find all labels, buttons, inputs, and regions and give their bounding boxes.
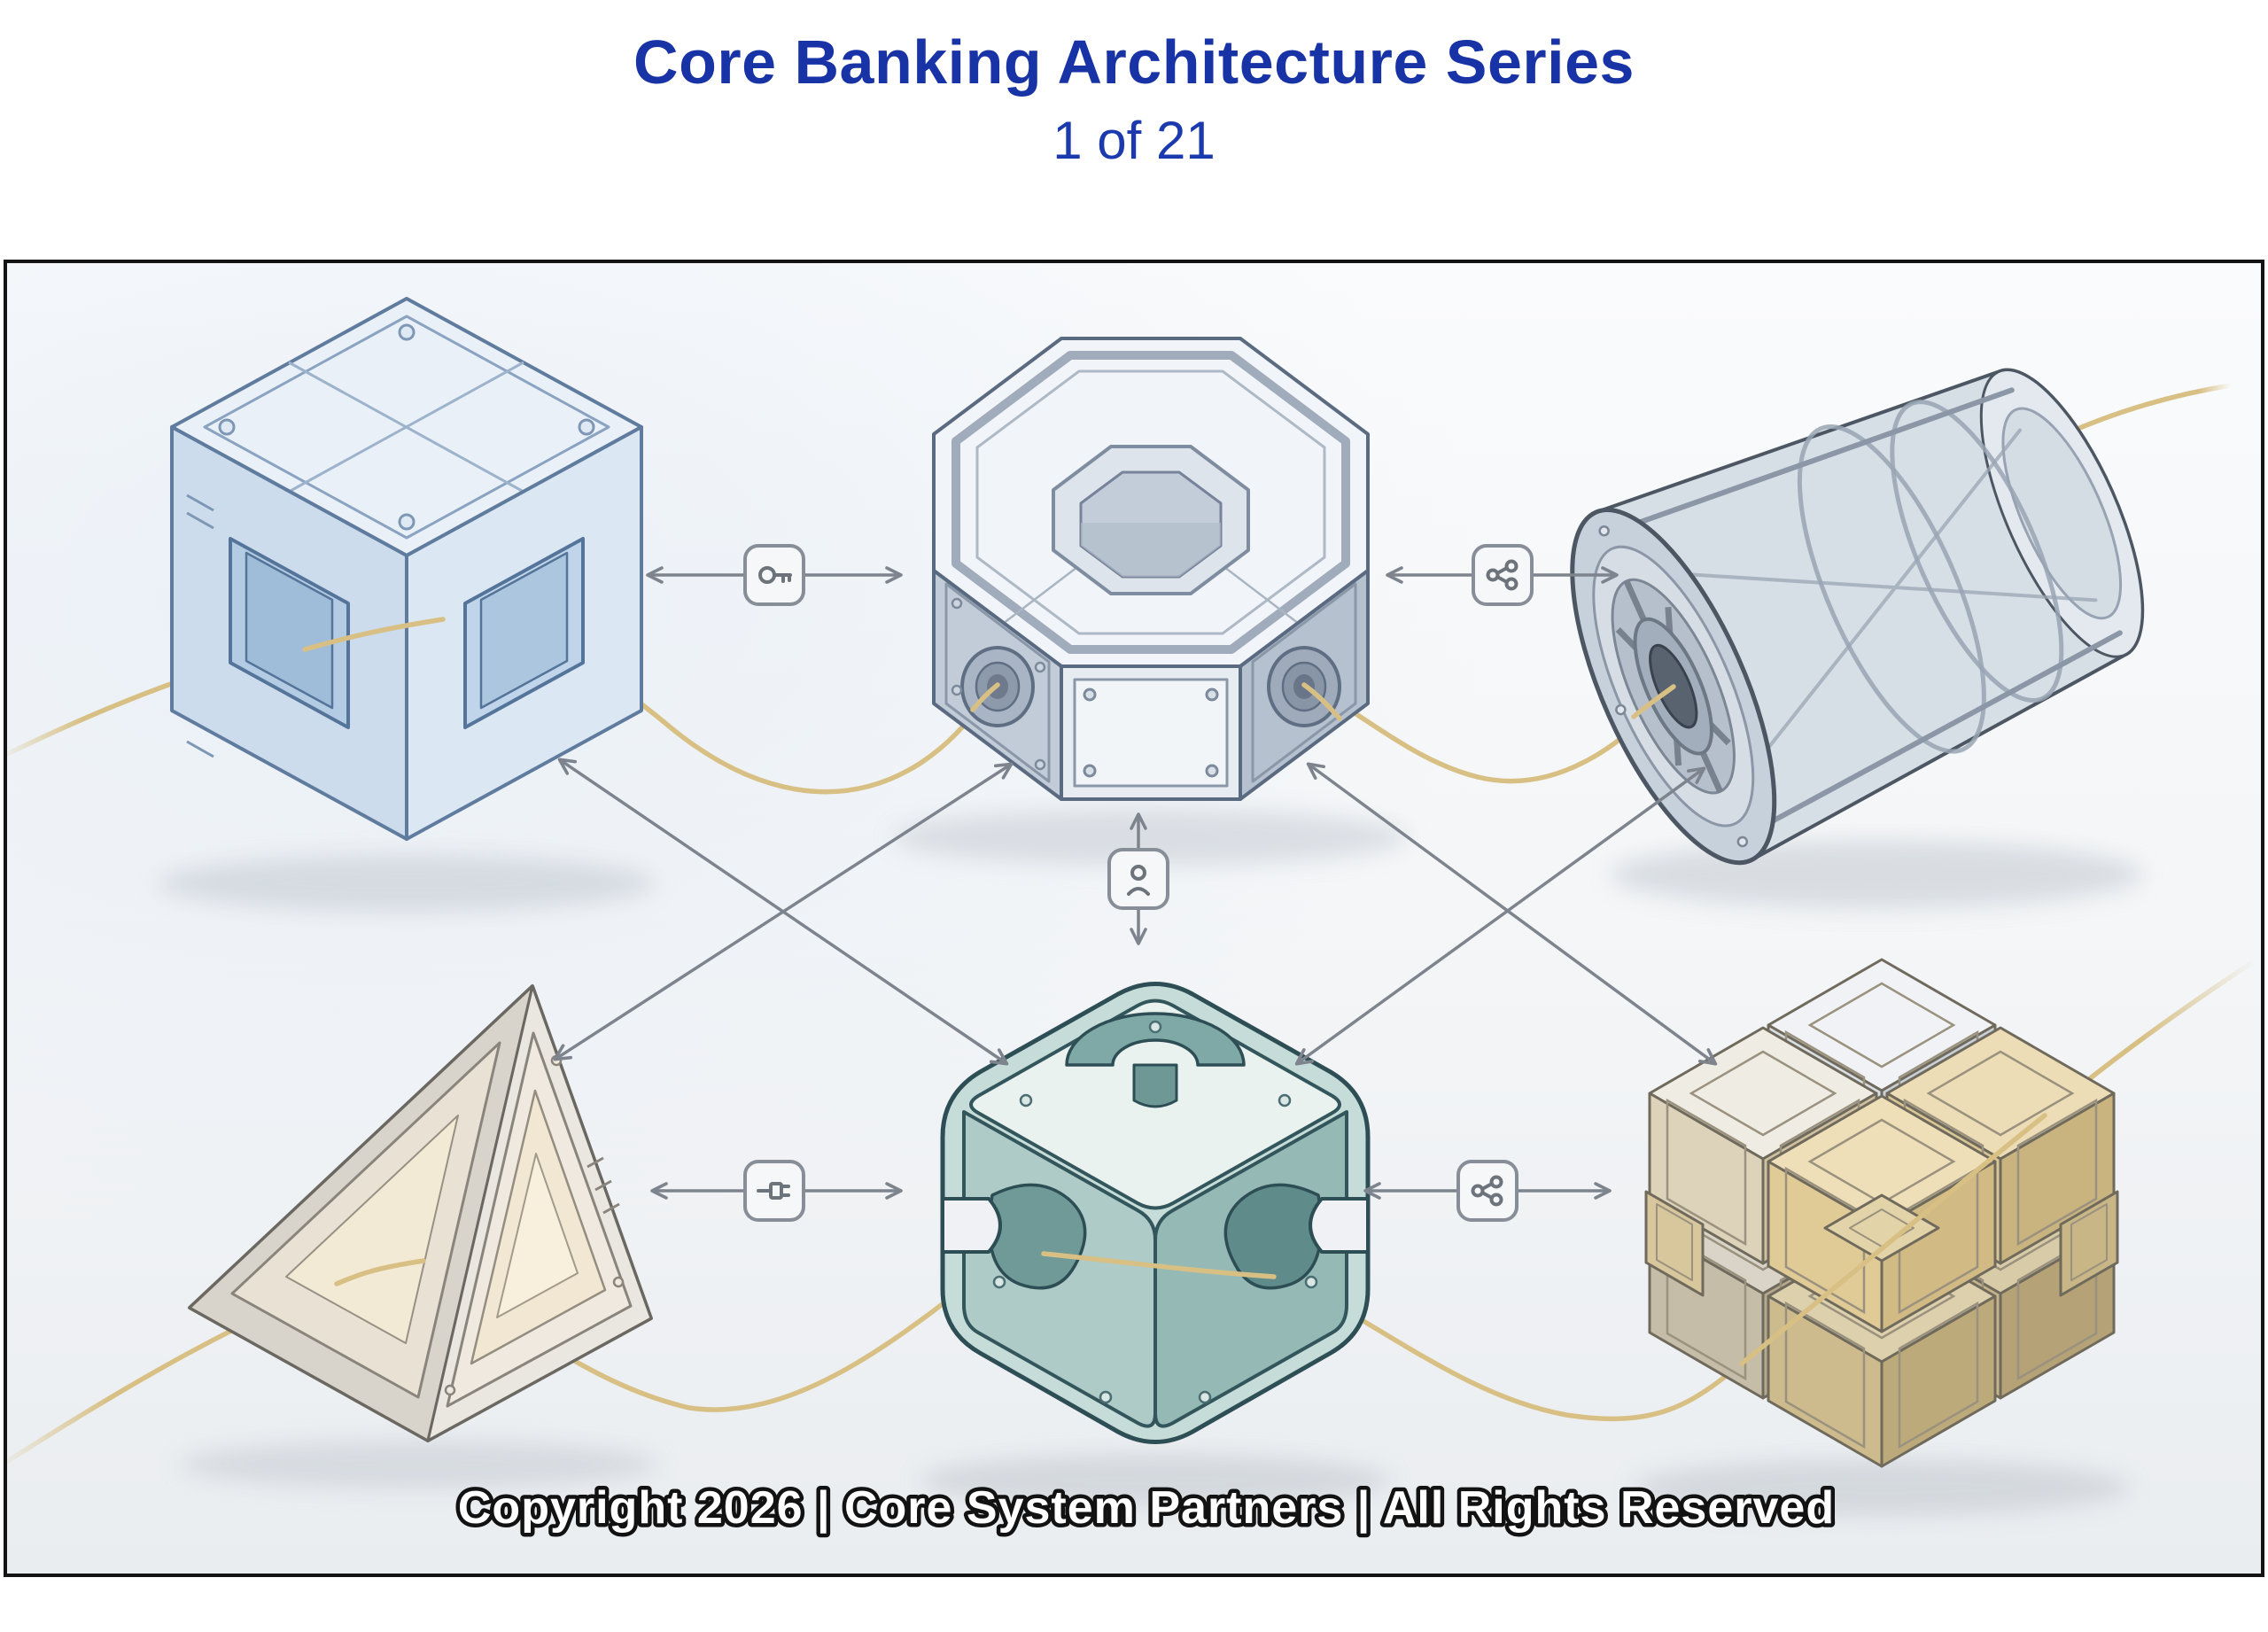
cube-module — [170, 297, 643, 841]
cluster-module — [1644, 958, 2119, 1468]
arrow-knot-cylinder — [1294, 766, 1706, 1066]
knot-right-cutout — [1223, 1183, 1324, 1290]
wire-top-exit — [2069, 383, 2233, 434]
page-title: Core Banking Architecture Series — [633, 27, 1635, 97]
knot-module — [940, 982, 1371, 1444]
badge-bottom-left — [743, 1160, 805, 1222]
copyright-text: Copyright 2026 | Core System Partners | … — [458, 1482, 1835, 1534]
plug-icon — [757, 1182, 790, 1200]
octagon-plate-screws — [1083, 688, 1219, 778]
cylinder-tie-rods — [1632, 387, 2123, 827]
wedge-left-core — [285, 1115, 459, 1344]
knot-top-arch — [1065, 1012, 1246, 1067]
key-icon — [758, 566, 792, 584]
share-icon — [1471, 1175, 1503, 1207]
wedge-glow-core — [496, 1153, 579, 1318]
architecture-diagram: Copyright 2026 | Core System Partners | … — [7, 263, 2261, 1574]
octagon-recess — [1052, 445, 1250, 595]
page-subtitle: 1 of 21 — [1052, 110, 1216, 170]
cube-top-screws — [218, 323, 595, 531]
octagon-module — [932, 337, 1370, 801]
knot-screws — [992, 1020, 1318, 1404]
diagram-frame: Copyright 2026 | Core System Partners | … — [4, 260, 2264, 1577]
connector-badges — [743, 544, 1534, 1222]
header: Core Banking Architecture Series 1 of 21 — [0, 27, 2268, 171]
badge-top-left — [743, 544, 805, 606]
badge-top-right — [1472, 544, 1534, 606]
gold-wire-overlays — [302, 617, 2047, 1366]
badge-bottom-right — [1456, 1160, 1518, 1222]
knot-left-cutout — [987, 1183, 1087, 1290]
cluster-connector-plates — [1644, 1190, 2119, 1297]
octagon-front-plate — [1073, 678, 1229, 788]
share-icon — [1486, 559, 1518, 591]
hub-icon — [1127, 865, 1150, 896]
arrow-wedge-octagon — [553, 762, 1014, 1061]
wedge-module — [188, 984, 653, 1442]
badge-center-vertical — [1107, 848, 1169, 910]
